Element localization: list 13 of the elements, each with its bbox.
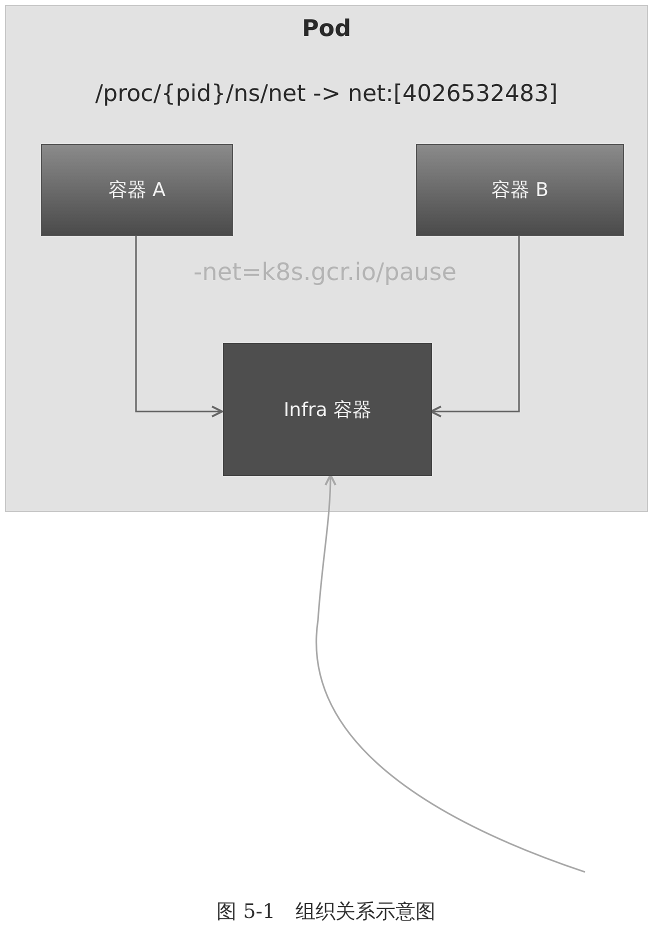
container-box [416, 144, 624, 236]
box-label: Infra 容器 [284, 398, 372, 422]
arrow [135, 235, 223, 418]
arrow [316, 474, 586, 873]
pod-box [5, 5, 648, 512]
caption: 图 5-1 组织关系示意图 [216, 898, 436, 925]
infra-container-box [223, 343, 432, 476]
namespace-path: /proc/{pid}/ns/net -> net:[4026532483] [95, 81, 558, 107]
box-label: 容器 A [108, 178, 166, 203]
box-label: 容器 B [491, 178, 549, 203]
container-box [41, 144, 233, 236]
arrow [430, 235, 520, 418]
pod-title: Pod [302, 16, 352, 42]
